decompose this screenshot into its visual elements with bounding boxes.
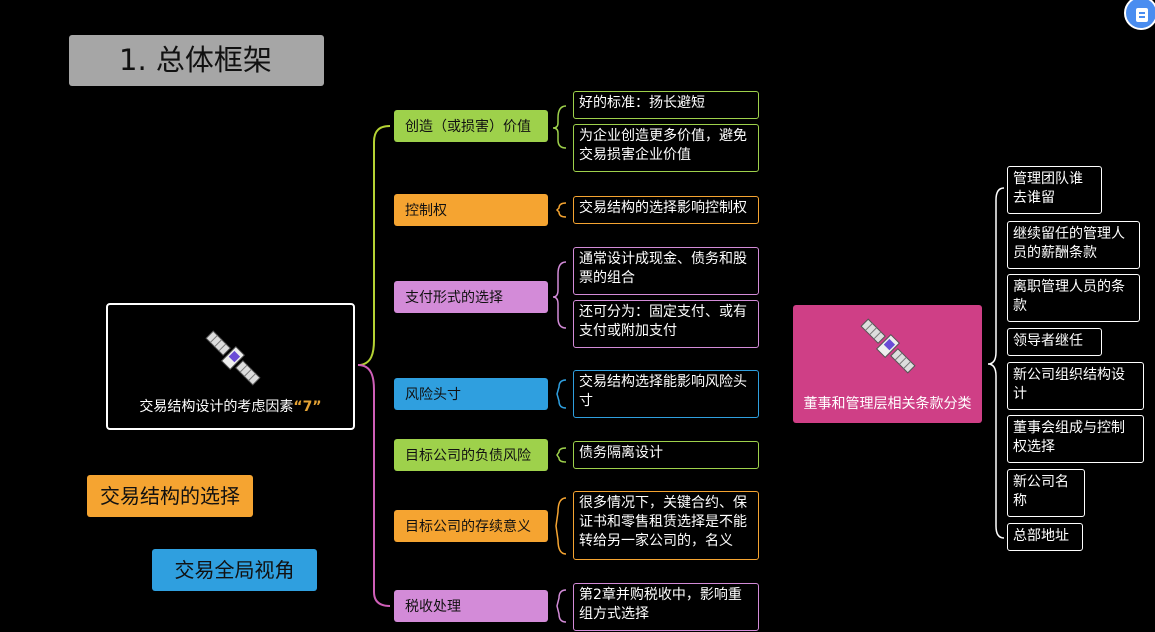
main-brace-upper [357, 125, 391, 366]
tag-global-view[interactable]: 交易全局视角 [152, 549, 317, 591]
leaf-tax-chapter2[interactable]: 第2章并购税收中，影响重组方式选择 [573, 583, 759, 631]
leaf-payment-combo[interactable]: 通常设计成现金、债务和股票的组合 [573, 247, 759, 295]
branch-value[interactable]: 创造（或损害）价值 [394, 110, 548, 142]
board-item-succession[interactable]: 领导者继任 [1007, 328, 1102, 356]
brace-b5 [556, 447, 567, 463]
leaf-value-create[interactable]: 为企业创造更多价值，避免交易损害企业价值 [573, 124, 759, 172]
main-brace-lower [357, 364, 391, 607]
leaf-control-influence[interactable]: 交易结构的选择影响控制权 [573, 196, 759, 224]
branch-control[interactable]: 控制权 [394, 194, 548, 226]
board-item-company-name[interactable]: 新公司名称 [1007, 469, 1085, 517]
branch-debt-risk[interactable]: 目标公司的负债风险 [394, 439, 548, 471]
leaf-risk-position[interactable]: 交易结构选择能影响风险头寸 [573, 370, 759, 418]
leaf-payment-types[interactable]: 还可分为：固定支付、或有支付或附加支付 [573, 300, 759, 348]
central-topic[interactable]: 交易结构设计的考虑因素“7” [106, 303, 355, 430]
brace-b1 [552, 105, 567, 149]
branch-risk[interactable]: 风险头寸 [394, 378, 548, 410]
board-topic-label: 董事和管理层相关条款分类 [803, 396, 972, 412]
branch-tax[interactable]: 税收处理 [394, 590, 548, 622]
board-brace [987, 187, 1005, 539]
board-item-departure[interactable]: 离职管理人员的条款 [1007, 274, 1140, 322]
board-item-hq-address[interactable]: 总部地址 [1007, 523, 1083, 551]
board-item-team[interactable]: 管理团队谁去谁留 [1007, 166, 1102, 214]
brace-b2 [555, 202, 567, 218]
leaf-debt-isolation[interactable]: 债务隔离设计 [573, 441, 759, 469]
brace-b6 [555, 497, 567, 555]
branch-survival[interactable]: 目标公司的存续意义 [394, 510, 548, 542]
leaf-survival-contracts[interactable]: 很多情况下，关键合约、保证书和零售租赁选择是不能转给另一家公司的，名义 [573, 491, 759, 560]
satellite-icon [860, 318, 916, 374]
central-topic-label: 交易结构设计的考虑因素“7” [139, 399, 322, 415]
brace-b4 [556, 379, 567, 409]
branch-payment[interactable]: 支付形式的选择 [394, 281, 548, 313]
brace-b3 [552, 261, 567, 329]
brace-b7 [556, 589, 567, 623]
leaf-value-standard[interactable]: 好的标准：扬长避短 [573, 91, 759, 119]
app-badge-icon[interactable] [1124, 0, 1155, 30]
satellite-icon [205, 330, 261, 386]
board-item-board-control[interactable]: 董事会组成与控制权选择 [1007, 415, 1144, 463]
board-item-compensation[interactable]: 继续留任的管理人员的薪酬条款 [1007, 221, 1140, 269]
page-title: 1. 总体框架 [69, 35, 324, 86]
tag-structure-choice[interactable]: 交易结构的选择 [87, 475, 253, 517]
document-icon [1136, 8, 1148, 22]
board-item-org-structure[interactable]: 新公司组织结构设计 [1007, 362, 1144, 410]
board-topic[interactable]: 董事和管理层相关条款分类 [793, 305, 982, 423]
